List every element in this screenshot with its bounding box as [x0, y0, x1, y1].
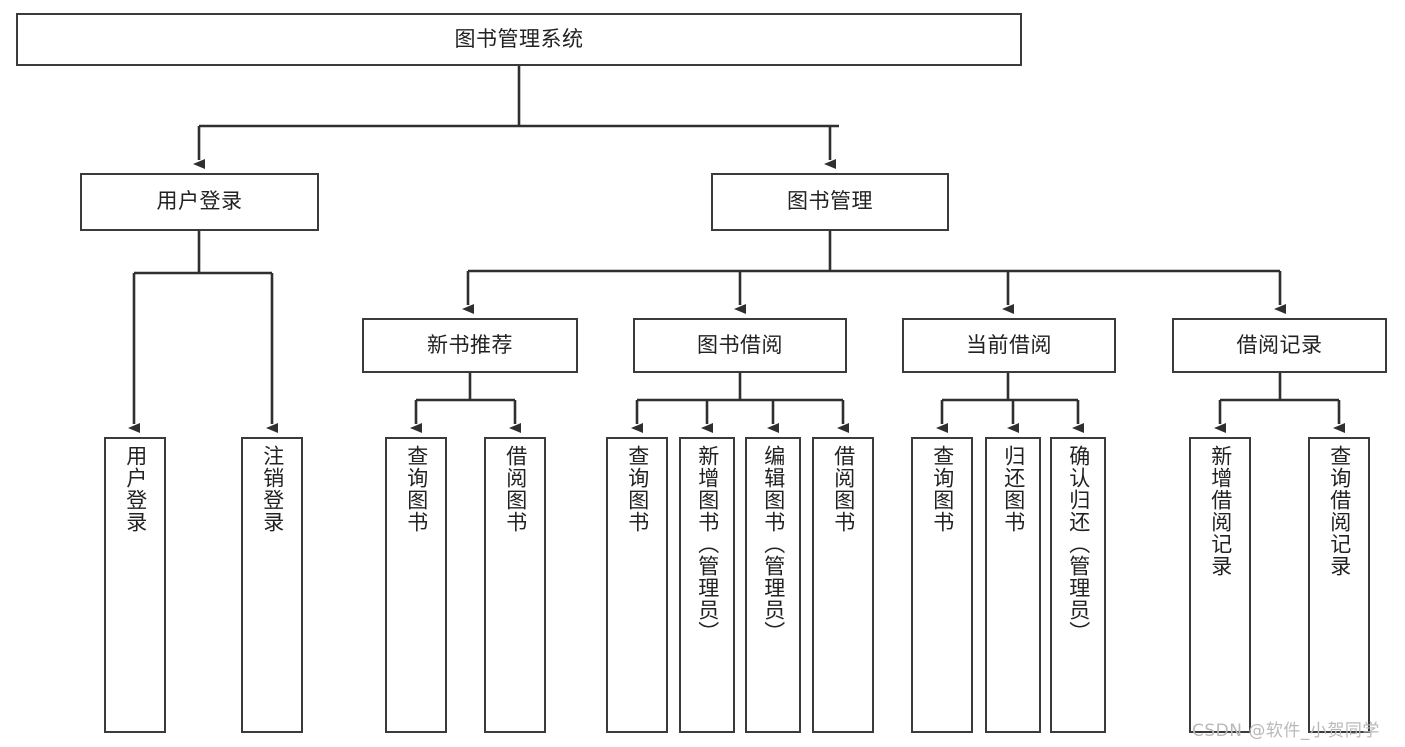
node-label: 借阅记录: [1236, 332, 1323, 357]
csdn-watermark: CSDN @软件_小贺同学: [1192, 721, 1380, 741]
node-label: 确认归还（管理员）: [1066, 445, 1091, 643]
leaf-logout[interactable]: 注销登录: [241, 437, 303, 733]
node-label: 借阅图书: [503, 445, 528, 533]
node-book-management[interactable]: 图书管理: [711, 173, 949, 231]
node-label: 查询图书: [625, 445, 650, 533]
leaf-query-book-newbook[interactable]: 查询图书: [385, 437, 447, 733]
node-new-book-recommendation[interactable]: 新书推荐: [362, 318, 578, 373]
node-label: 图书管理: [787, 189, 873, 214]
node-label: 新增图书（管理员）: [695, 445, 720, 643]
node-label: 新书推荐: [427, 332, 513, 357]
node-user-login[interactable]: 用户登录: [80, 173, 319, 231]
node-label: 图书管理系统: [454, 26, 584, 51]
node-borrowing-record[interactable]: 借阅记录: [1172, 318, 1387, 373]
leaf-add-borrowing-record[interactable]: 新增借阅记录: [1189, 437, 1251, 733]
node-root-book-management-system[interactable]: 图书管理系统: [16, 13, 1022, 66]
node-label: 编辑图书（管理员）: [761, 445, 786, 643]
node-label: 查询借阅记录: [1327, 445, 1352, 577]
leaf-query-borrowing-record[interactable]: 查询借阅记录: [1308, 437, 1370, 733]
node-label: 用户登录: [156, 189, 243, 214]
node-label: 归还图书: [1001, 445, 1026, 533]
node-label: 新增借阅记录: [1208, 445, 1233, 577]
leaf-return-book[interactable]: 归还图书: [985, 437, 1041, 733]
node-label: 当前借阅: [966, 332, 1052, 357]
leaf-lend-book[interactable]: 借阅图书: [812, 437, 874, 733]
leaf-confirm-return-admin[interactable]: 确认归还（管理员）: [1050, 437, 1106, 733]
node-book-borrowing[interactable]: 图书借阅: [633, 318, 847, 373]
node-label: 查询图书: [930, 445, 955, 533]
leaf-user-login[interactable]: 用户登录: [104, 437, 166, 733]
node-current-borrowing[interactable]: 当前借阅: [902, 318, 1116, 373]
node-label: 用户登录: [123, 445, 148, 533]
node-label: 借阅图书: [831, 445, 856, 533]
node-label: 注销登录: [260, 445, 285, 533]
leaf-edit-book-admin[interactable]: 编辑图书（管理员）: [745, 437, 801, 733]
node-label: 图书借阅: [697, 332, 783, 357]
leaf-borrow-book-newbook[interactable]: 借阅图书: [484, 437, 546, 733]
leaf-query-book-borrow[interactable]: 查询图书: [606, 437, 668, 733]
node-label: 查询图书: [404, 445, 429, 533]
leaf-add-book-admin[interactable]: 新增图书（管理员）: [679, 437, 735, 733]
leaf-query-book-current[interactable]: 查询图书: [911, 437, 973, 733]
